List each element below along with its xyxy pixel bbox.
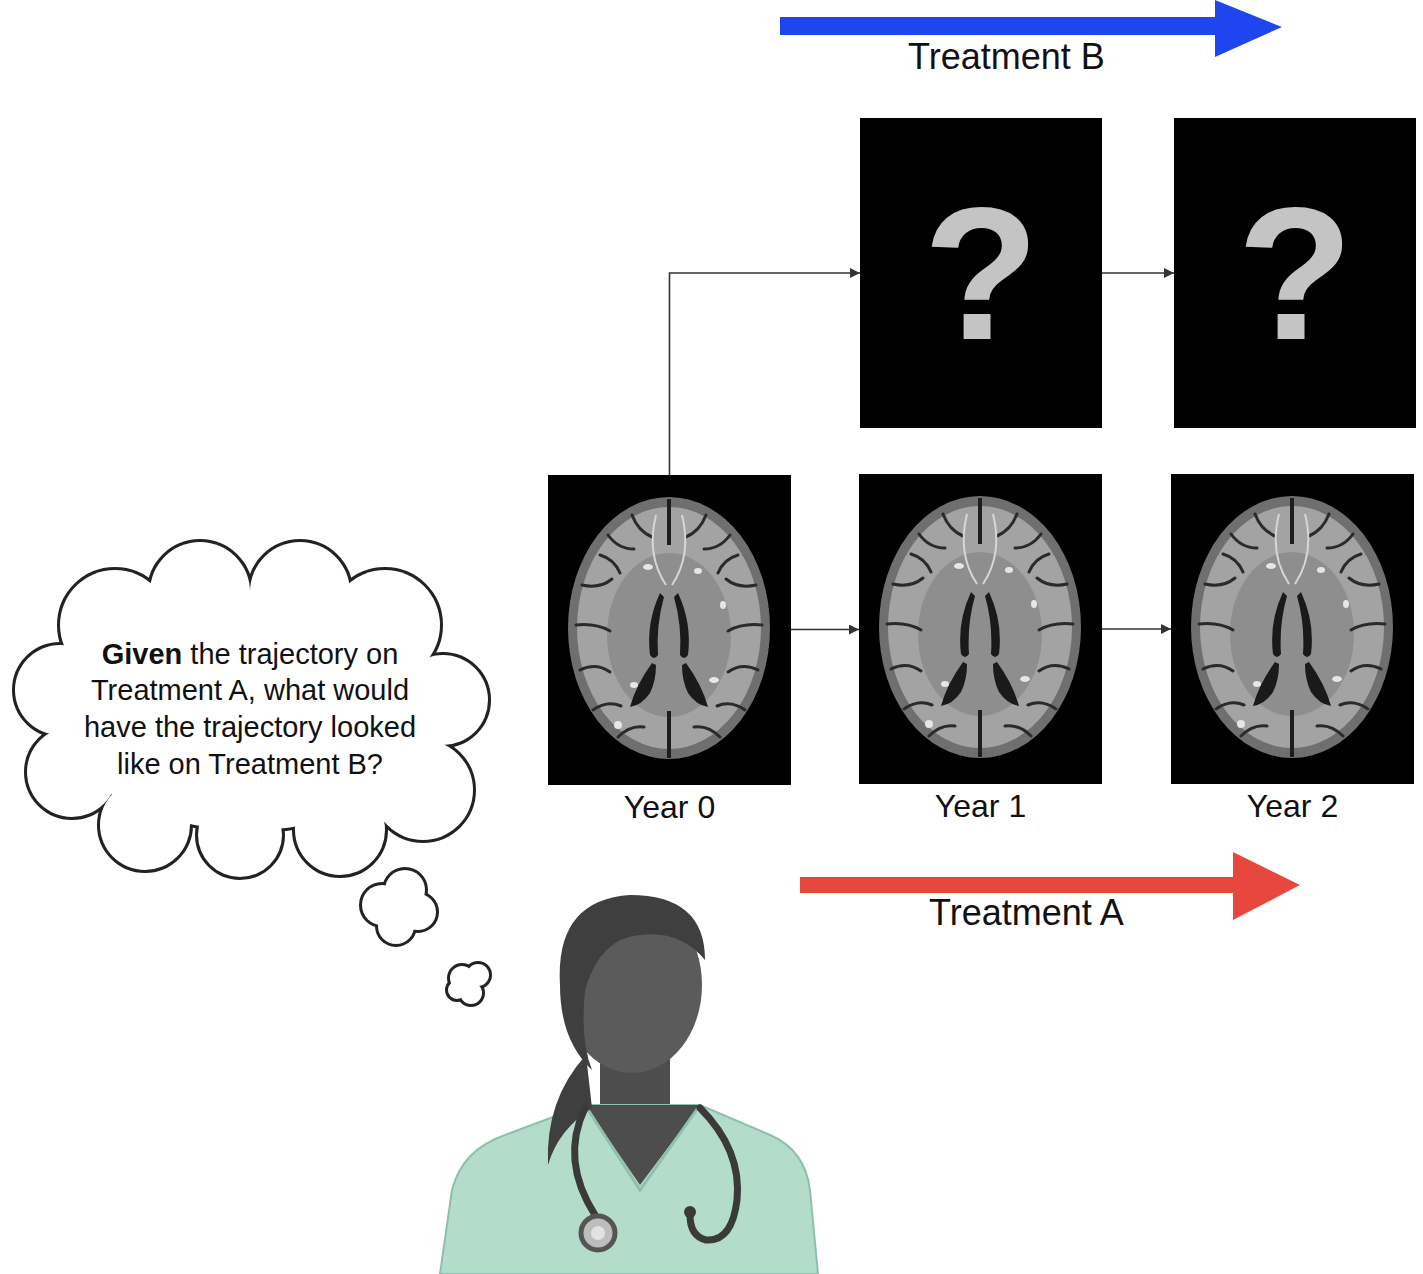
brain-scan-box: Year 1 bbox=[859, 474, 1102, 829]
unknown-scan-frame bbox=[860, 118, 1102, 428]
year-label: Year 0 bbox=[548, 789, 791, 826]
scrubs bbox=[440, 1105, 818, 1274]
stethoscope-tube bbox=[575, 1108, 595, 1215]
stethoscope-chestpiece bbox=[581, 1216, 615, 1250]
stethoscope-tube bbox=[690, 1108, 738, 1240]
unknown-scan-box: ? bbox=[860, 118, 1102, 428]
year-label: Year 1 bbox=[859, 788, 1102, 825]
flow-arrow bbox=[791, 629, 859, 631]
question-mark: ? bbox=[923, 178, 1039, 368]
thought-cloud-fill bbox=[15, 542, 488, 877]
thought-cloud: Given the trajectory on Treatment A, wha… bbox=[10, 548, 490, 870]
emphasis: Given bbox=[102, 638, 183, 670]
brain-scan-box: Year 0 bbox=[548, 475, 791, 830]
year-label: Year 2 bbox=[1171, 788, 1414, 825]
unknown-scan-frame bbox=[1174, 118, 1416, 428]
scan-area bbox=[548, 475, 791, 785]
brain-scan-box: Year 2 bbox=[1171, 474, 1414, 829]
brain-scan bbox=[1171, 474, 1414, 784]
scan-area bbox=[859, 474, 1102, 784]
collar bbox=[585, 1105, 700, 1190]
unknown-scan-box: ? bbox=[1174, 118, 1416, 428]
v-neck bbox=[585, 1105, 700, 1185]
flow-arrow bbox=[1102, 628, 1171, 630]
stethoscope-earpiece bbox=[684, 1206, 696, 1218]
flow-arrow bbox=[1102, 272, 1174, 274]
flow-arrow bbox=[670, 273, 861, 475]
hair bbox=[560, 895, 705, 1070]
treatment-label: Treatment B bbox=[908, 36, 1105, 77]
thought-cloud-outline bbox=[15, 542, 488, 877]
brain-scan bbox=[548, 475, 791, 785]
scan-area bbox=[1171, 474, 1414, 784]
treatment-label: Treatment A bbox=[929, 892, 1124, 933]
question-mark: ? bbox=[1237, 178, 1353, 368]
brain-scan bbox=[859, 474, 1102, 784]
stethoscope-diaphragm bbox=[591, 1226, 605, 1240]
clinician-figure bbox=[440, 895, 818, 1274]
thought-text: Given the trajectory on Treatment A, wha… bbox=[65, 636, 435, 782]
thought-bubble-fill bbox=[362, 870, 489, 1004]
thought-bubble-outline bbox=[362, 870, 489, 1004]
